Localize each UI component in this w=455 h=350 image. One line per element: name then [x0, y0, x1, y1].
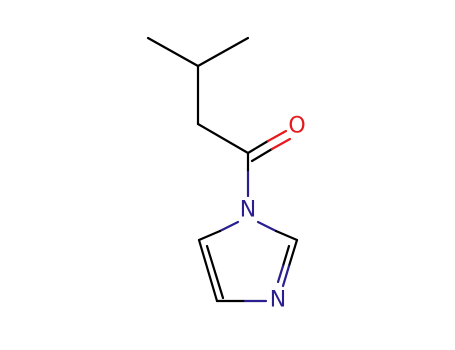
bond-n1-c5-blue — [218, 220, 240, 233]
carbonyl-bond — [246, 129, 292, 163]
bond-c4-c5-double-inner — [205, 244, 225, 300]
bond-n1-c2-black — [274, 229, 299, 242]
bond-methyl-right — [196, 36, 250, 68]
n3-atom-label: N — [270, 288, 286, 313]
atom-labels: O N N — [240, 114, 306, 313]
bond-c2-n3-outer-black — [287, 238, 299, 268]
bond-c2-n3-inner-blue — [276, 264, 285, 284]
bond-c-o-2-red — [270, 137, 292, 151]
oxygen-atom-label: O — [288, 114, 305, 139]
bond-n1-c2-blue — [256, 220, 278, 233]
bond-c-o-1 — [246, 139, 270, 155]
bond-c-o-1-red — [266, 129, 288, 143]
bond-ch2-carbonyl — [196, 122, 250, 155]
bond-c2-n3-outer-blue — [281, 264, 291, 288]
bond-c5-c4-double-outer — [197, 238, 219, 303]
carbon-bonds — [146, 36, 250, 303]
bond-methyl-left — [146, 36, 200, 68]
imidazole-ring — [197, 220, 299, 303]
bond-n1-c5-black — [197, 229, 222, 242]
n1-atom-label: N — [240, 198, 256, 223]
bond-c2-n3-inner-black — [281, 244, 291, 268]
bond-c-o-2 — [250, 147, 274, 163]
